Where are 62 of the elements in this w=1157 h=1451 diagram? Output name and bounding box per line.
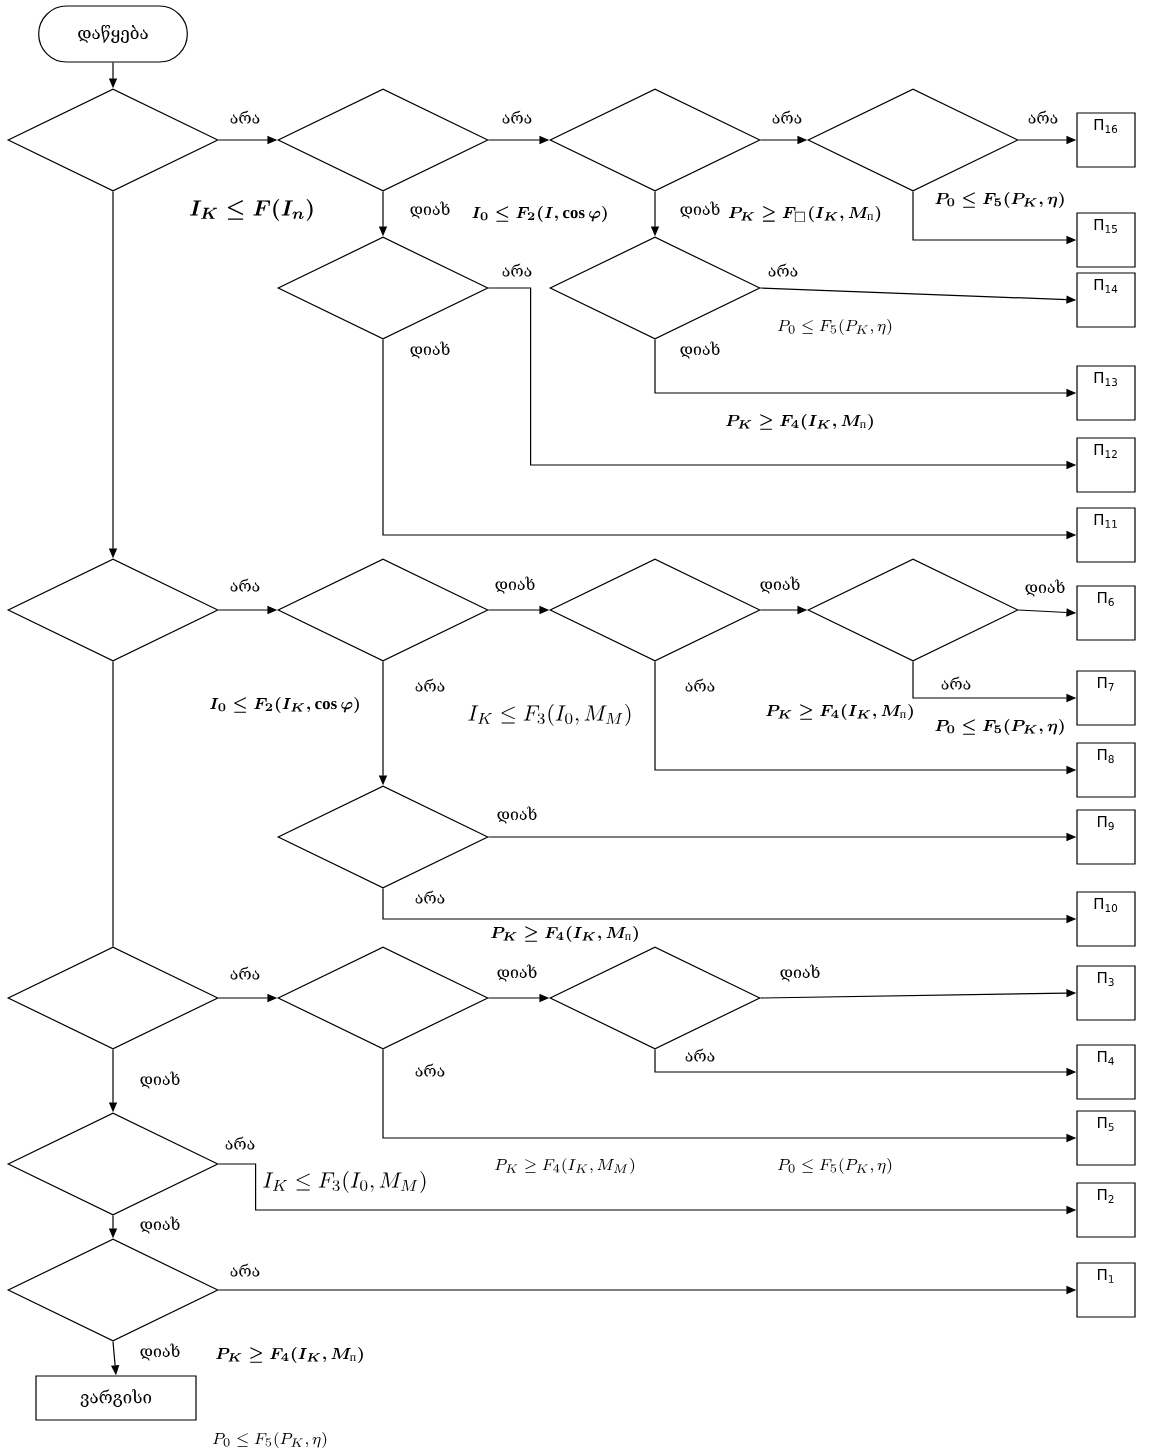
- formula-label: $P_0 \le F_5(P_K,\eta)$: [778, 319, 892, 335]
- process-box: П$_{6}$: [1076, 585, 1136, 641]
- edge-label: არა: [682, 676, 718, 694]
- process-box: П$_{8}$: [1076, 742, 1136, 798]
- edge-label: არა: [227, 576, 263, 594]
- edge-label: არა: [499, 108, 535, 126]
- edge-label: არა: [227, 964, 263, 982]
- edge-label: არა: [412, 1061, 448, 1079]
- process-box: П$_{3}$: [1076, 965, 1136, 1021]
- formula-label: $P_0 \le F_5(P_K,\eta)$: [935, 719, 1064, 735]
- formula-label: $P_0 \le F_5(P_K,\eta)$: [213, 1432, 327, 1448]
- edge-label: არა: [222, 1134, 258, 1152]
- process-box: П$_{4}$: [1076, 1044, 1136, 1100]
- process-box: П$_{5}$: [1076, 1110, 1136, 1166]
- formula-label: $P_K \ge F_{\square}(I_K,M_{\text{п}})$: [728, 206, 881, 223]
- formula-label: $I_K \le F_3(I_0,M_M)$: [263, 1171, 426, 1193]
- edge-label: დიახ: [137, 1341, 183, 1363]
- formula-label: $P_K \ge F_4(I_K,M_{\text{п}})$: [491, 926, 638, 942]
- formula-label: $I_0 \le F_2(I_K,\cos\varphi)$: [210, 697, 359, 713]
- edge-label: დიახ: [494, 962, 540, 984]
- process-box: П$_{11}$: [1076, 507, 1136, 563]
- edge-label: დიახ: [137, 1069, 183, 1091]
- edge-label: დიახ: [492, 574, 538, 596]
- edge-label: დიახ: [494, 804, 540, 826]
- edge-label: არა: [412, 888, 448, 906]
- formula-label: $I_0 \le F_2(I,\cos\varphi)$: [472, 206, 607, 222]
- formula-label: $P_0 \le F_5(P_K,\eta)$: [935, 192, 1064, 208]
- edge-label: დიახ: [677, 339, 723, 361]
- process-box: П$_{15}$: [1076, 212, 1136, 268]
- edge-label: დიახ: [777, 962, 823, 984]
- formula-label: $I_K \le F(I_n)$: [189, 199, 313, 221]
- edge-label: არა: [227, 108, 263, 126]
- process-box: П$_{10}$: [1076, 891, 1136, 947]
- edge-label: დიახ: [407, 199, 453, 221]
- formula-label: $I_K \le F_3(I_0,M_M)$: [468, 704, 631, 726]
- edge-label: არა: [227, 1261, 263, 1279]
- process-box: П$_{9}$: [1076, 809, 1136, 865]
- edge-label: არა: [1025, 108, 1061, 126]
- process-box: П$_{14}$: [1076, 272, 1136, 328]
- edge-label: დიახ: [757, 574, 803, 596]
- edge-label: დიახ: [407, 339, 453, 361]
- edge-label: არა: [412, 676, 448, 694]
- edge-label: არა: [765, 261, 801, 279]
- edge-label: დიახ: [137, 1214, 183, 1236]
- process-box: П$_{16}$: [1076, 112, 1136, 168]
- process-box: П$_{1}$: [1076, 1262, 1136, 1318]
- formula-label: $P_K \ge F_4(I_K,M_M)$: [495, 1158, 635, 1174]
- edge-label: არა: [682, 1046, 718, 1064]
- process-box: П$_{12}$: [1076, 437, 1136, 493]
- formula-label: $P_0 \le F_5(P_K,\eta)$: [778, 1158, 892, 1174]
- edge-label: არა: [769, 108, 805, 126]
- formula-label: $P_K \ge F_4(I_K,M_{\text{п}})$: [726, 414, 873, 430]
- edge-label: დიახ: [1022, 577, 1068, 599]
- formula-label: $P_K \ge F_4(I_K,M_{\text{п}})$: [216, 1347, 363, 1363]
- process-box: ვარგისი: [35, 1375, 197, 1421]
- edge-label: დიახ: [677, 199, 723, 221]
- edge-label: არა: [938, 674, 974, 692]
- process-box: П$_{2}$: [1076, 1182, 1136, 1238]
- formula-label: $P_K \ge F_4(I_K,M_{\text{п}})$: [766, 704, 913, 720]
- process-box: П$_{13}$: [1076, 365, 1136, 421]
- process-box: П$_{7}$: [1076, 670, 1136, 726]
- edge-label: არა: [499, 261, 535, 279]
